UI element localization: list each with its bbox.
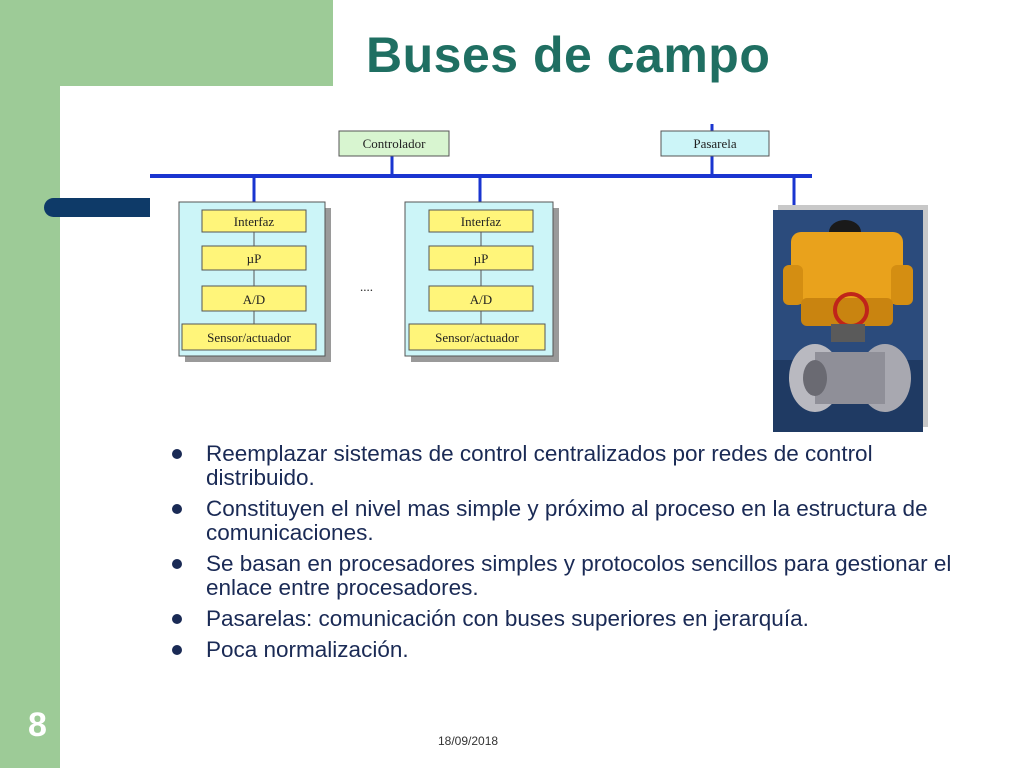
bullet-dot bbox=[172, 645, 182, 655]
microprocessor-module bbox=[201, 245, 307, 271]
ad-label: A/D bbox=[470, 292, 492, 307]
bullet-item: Poca normalización. bbox=[172, 638, 962, 662]
microprocessor-module bbox=[428, 245, 534, 271]
ad-label: A/D bbox=[243, 292, 265, 307]
bullet-text: Reemplazar sistemas de control centraliz… bbox=[206, 441, 873, 490]
bullet-item: Pasarelas: comunicación con buses superi… bbox=[172, 607, 962, 631]
sensor-label: Sensor/actuador bbox=[435, 330, 519, 345]
bullet-item: Reemplazar sistemas de control centraliz… bbox=[172, 442, 962, 490]
bullet-dot bbox=[172, 614, 182, 624]
slide-date: 18/09/2018 bbox=[438, 734, 499, 748]
node-box: Interfaz µP A/D Sensor/actuador bbox=[404, 201, 559, 362]
bullet-dot bbox=[172, 504, 182, 514]
interface-label: Interfaz bbox=[234, 214, 275, 229]
valve-actuator-illustration bbox=[773, 210, 923, 432]
ad-module bbox=[428, 285, 534, 312]
sensor-module bbox=[181, 323, 317, 351]
fieldbus-diagram: Controlador Pasarela Interfaz µP A/D Sen… bbox=[150, 124, 812, 362]
top-green-band bbox=[0, 0, 333, 86]
bullet-dot bbox=[172, 559, 182, 569]
controller-label: Controlador bbox=[363, 136, 426, 151]
bullet-text: Se basan en procesadores simples y proto… bbox=[206, 551, 952, 600]
bullet-text: Constituyen el nivel mas simple y próxim… bbox=[206, 496, 928, 545]
valve-actuator-photo bbox=[773, 210, 923, 432]
interface-label: Interfaz bbox=[461, 214, 502, 229]
nodes-ellipsis: .... bbox=[360, 279, 373, 294]
microprocessor-label: µP bbox=[247, 251, 262, 266]
bullet-text: Poca normalización. bbox=[206, 637, 409, 662]
slide-title: Buses de campo bbox=[366, 27, 771, 83]
bullet-list: Reemplazar sistemas de control centraliz… bbox=[172, 442, 962, 669]
node-box: Interfaz µP A/D Sensor/actuador bbox=[178, 201, 331, 362]
bullet-item: Constituyen el nivel mas simple y próxim… bbox=[172, 497, 962, 545]
microprocessor-label: µP bbox=[474, 251, 489, 266]
bullet-dot bbox=[172, 449, 182, 459]
actuator-housing bbox=[791, 232, 903, 304]
sensor-label: Sensor/actuador bbox=[207, 330, 291, 345]
gateway-box: Pasarela bbox=[660, 130, 770, 157]
bullet-item: Se basan en procesadores simples y proto… bbox=[172, 552, 962, 600]
sensor-module bbox=[408, 323, 546, 351]
slide-number: 8 bbox=[28, 706, 47, 744]
bullet-text: Pasarelas: comunicación con buses superi… bbox=[206, 606, 809, 631]
decorative-tab-bar bbox=[44, 198, 150, 217]
controller-box: Controlador bbox=[338, 130, 450, 157]
left-green-band bbox=[0, 0, 60, 768]
gateway-label: Pasarela bbox=[693, 136, 737, 151]
